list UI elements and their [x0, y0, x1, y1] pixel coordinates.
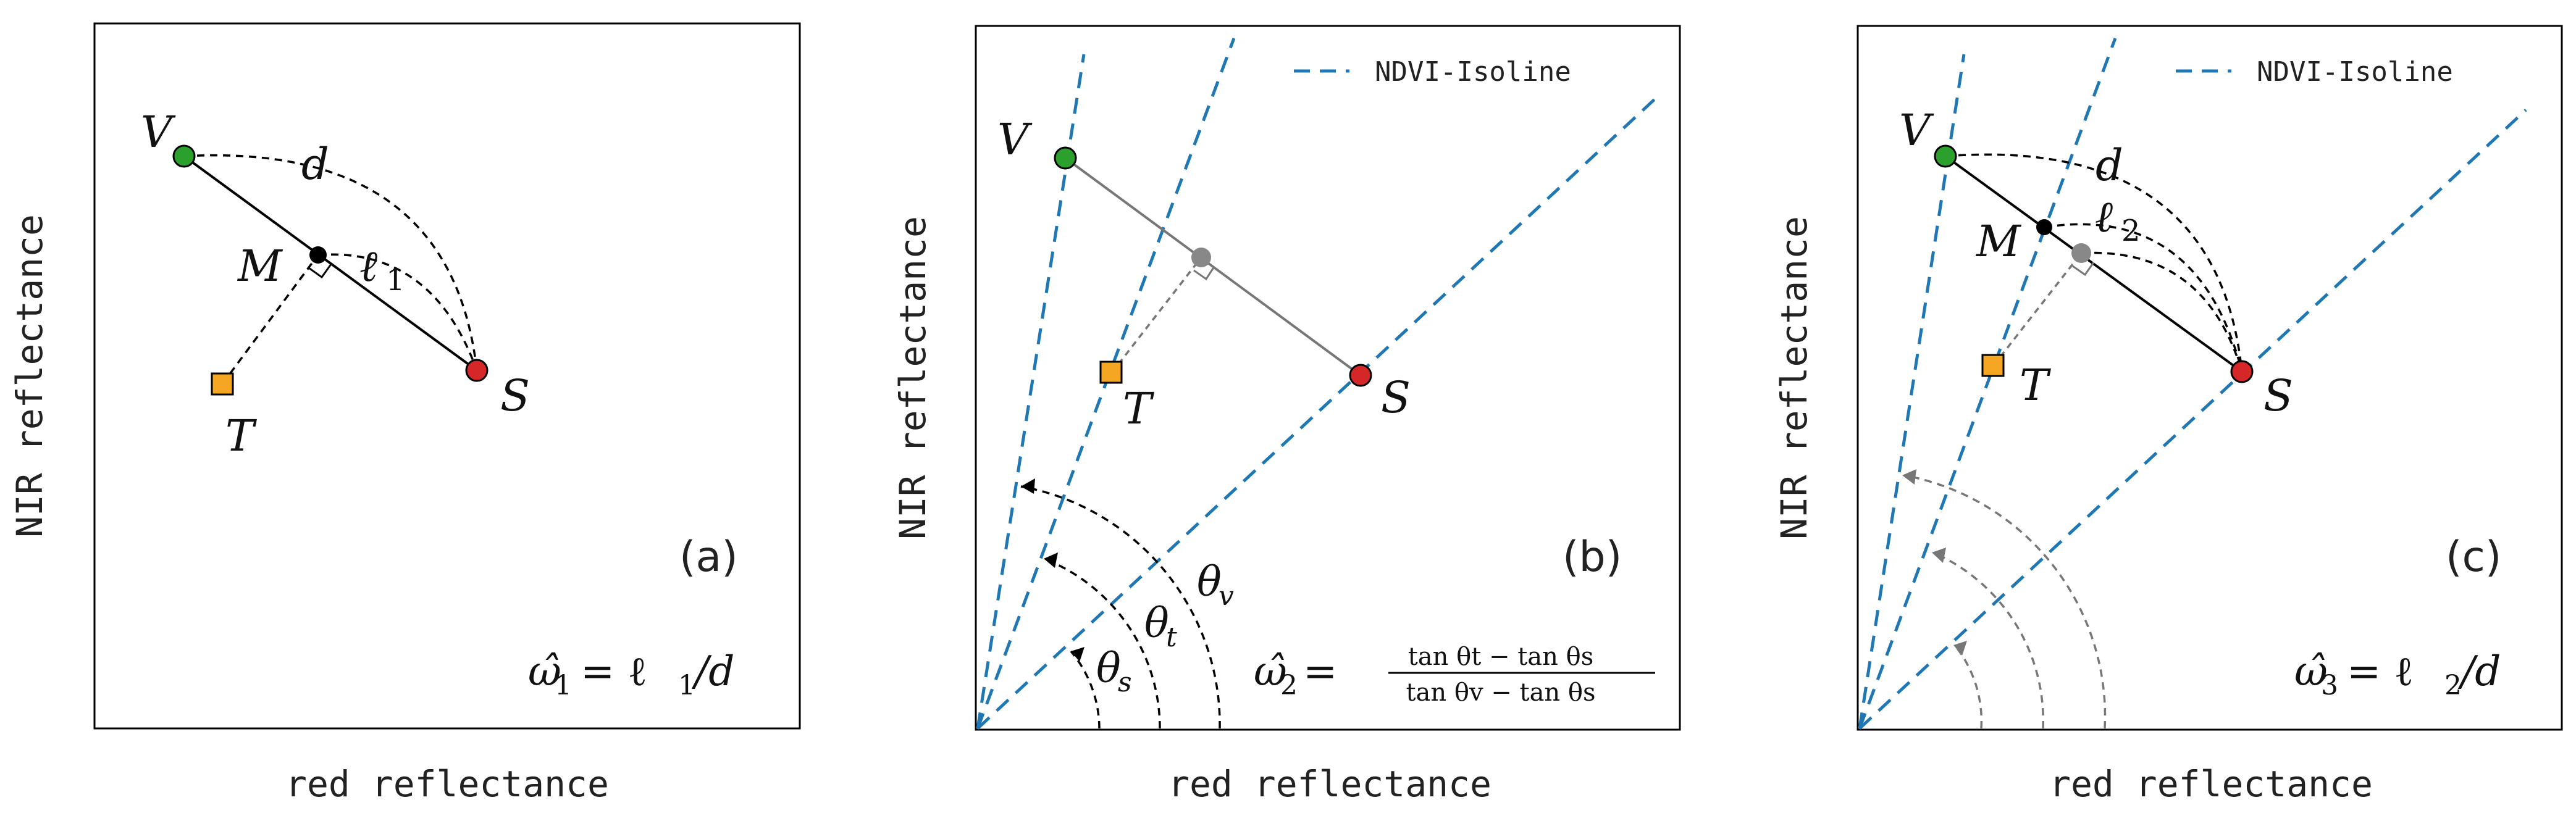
- y-axis-label: NIR reflectance: [892, 216, 934, 540]
- label-d: d: [301, 139, 329, 190]
- target-point: [211, 372, 234, 396]
- formula-lhs: ω̂: [1254, 648, 1287, 695]
- panel-tag: (b): [1563, 533, 1622, 582]
- midpoint-m: [309, 246, 327, 264]
- label-s: S: [2263, 370, 2293, 421]
- label-l-sub: 1: [386, 263, 405, 298]
- d-arc: [183, 154, 478, 371]
- formula-lhs: ω̂: [2294, 648, 2328, 695]
- formula-lhs: ω̂: [528, 648, 561, 695]
- formula-rhs-tail: /d: [2457, 648, 2501, 695]
- formula-rhs-sub: 2: [2444, 670, 2462, 701]
- legend-label: NDVI-Isoline: [2257, 56, 2453, 88]
- gray-arrow-inner: [1953, 641, 1967, 656]
- theta-t-arrow: [1044, 552, 1058, 568]
- formula-rhs-sub: 1: [678, 670, 695, 701]
- formula-lhs-sub: 3: [2321, 670, 2338, 701]
- y-axis-label: NIR reflectance: [9, 214, 51, 538]
- projection-line: [1992, 252, 2083, 367]
- soil-point: [2230, 360, 2254, 383]
- formula-denominator: tan θv − tan θs: [1406, 678, 1595, 707]
- label-t: T: [1123, 383, 1154, 434]
- vs-segment: [183, 155, 478, 372]
- label-d: d: [2096, 140, 2123, 191]
- right-angle-marker: [1193, 266, 1215, 281]
- theta-t-arc: [1043, 557, 1161, 729]
- formula-rhs: = ℓ: [2347, 648, 2414, 695]
- theta-t-sub: t: [1166, 622, 1177, 653]
- formula-eq: =: [1303, 648, 1337, 695]
- gray-arc-outer: [1903, 474, 2107, 729]
- formula-rhs: = ℓ: [581, 648, 647, 695]
- l1-arc: [317, 253, 478, 371]
- projected-point: [2071, 243, 2091, 263]
- panel-b-frame: [975, 25, 1681, 731]
- x-axis-label: red reflectance: [285, 763, 609, 805]
- gray-arc-middle: [1932, 551, 2045, 729]
- isoline-vegetation: [1858, 54, 1966, 729]
- soil-point: [465, 359, 489, 382]
- right-angle-marker: [2072, 262, 2095, 277]
- label-s: S: [500, 370, 530, 421]
- x-axis-label: red reflectance: [2049, 763, 2373, 805]
- projection-line: [1110, 256, 1202, 374]
- vegetation-point: [1054, 146, 1077, 170]
- panel-tag: (a): [679, 533, 738, 582]
- projection-line: [221, 254, 319, 385]
- theta-v-arc: [1020, 485, 1221, 729]
- formula-rhs-tail: /d: [691, 648, 735, 695]
- label-m: M: [237, 241, 283, 291]
- theta-s-arc: [1070, 650, 1101, 729]
- l2-arc: [2044, 223, 2243, 372]
- isoline-target: [1858, 38, 2117, 729]
- panel-a-frame: [93, 22, 801, 730]
- theta-s-sub: s: [1118, 667, 1132, 698]
- formula-lhs-sub: 2: [1280, 670, 1298, 701]
- theta-s-arrow: [1071, 647, 1085, 662]
- vs-segment: [1064, 157, 1362, 377]
- y-axis-label: NIR reflectance: [1773, 216, 1815, 540]
- vegetation-point: [172, 144, 196, 168]
- isoline-soil: [1858, 109, 2527, 730]
- label-l: ℓ: [359, 241, 377, 291]
- formula-lhs-sub: 1: [555, 670, 572, 701]
- label-v: V: [997, 114, 1033, 165]
- midpoint-m: [2036, 219, 2052, 235]
- label-l: ℓ: [2095, 191, 2113, 242]
- gray-arc-inner: [1953, 644, 1983, 729]
- gray-arrow-outer: [1902, 469, 1916, 485]
- right-angle-marker: [308, 264, 332, 279]
- panel-b: red reflectance NIR reflectance NDVI-Iso…: [892, 25, 1681, 805]
- theta-v-label: θ: [1197, 558, 1222, 606]
- isoline-vegetation: [976, 54, 1086, 729]
- formula-numerator: tan θt − tan θs: [1408, 643, 1594, 671]
- target-point: [1099, 361, 1123, 384]
- theta-t-label: θ: [1144, 599, 1169, 647]
- label-t: T: [2020, 360, 2051, 411]
- target-point: [1981, 354, 2005, 377]
- label-t: T: [225, 411, 257, 461]
- label-l-sub: 2: [2121, 214, 2141, 248]
- legend-label: NDVI-Isoline: [1375, 56, 1571, 88]
- label-s: S: [1381, 372, 1411, 423]
- gray-arrow-middle: [1932, 548, 1946, 563]
- projection-arc: [2081, 251, 2243, 372]
- label-m: M: [1975, 216, 2022, 267]
- vegetation-point: [1934, 144, 1957, 168]
- projected-point: [1191, 248, 1211, 267]
- theta-s-label: θ: [1096, 644, 1121, 692]
- theta-v-arrow: [1021, 478, 1035, 494]
- isoline-soil: [976, 98, 1656, 730]
- theta-v-sub: v: [1219, 580, 1234, 612]
- panel-tag: (c): [2446, 533, 2501, 582]
- panel-c: red reflectance NIR reflectance NDVI-Iso…: [1773, 25, 2563, 805]
- x-axis-label: red reflectance: [1168, 763, 1491, 805]
- label-v: V: [1899, 105, 1934, 156]
- label-v: V: [141, 107, 176, 157]
- d-arc: [1945, 153, 2243, 372]
- panel-c-frame: [1856, 25, 2563, 731]
- panel-a: red reflectance NIR reflectance V S T M …: [9, 22, 801, 805]
- soil-point: [1349, 364, 1372, 387]
